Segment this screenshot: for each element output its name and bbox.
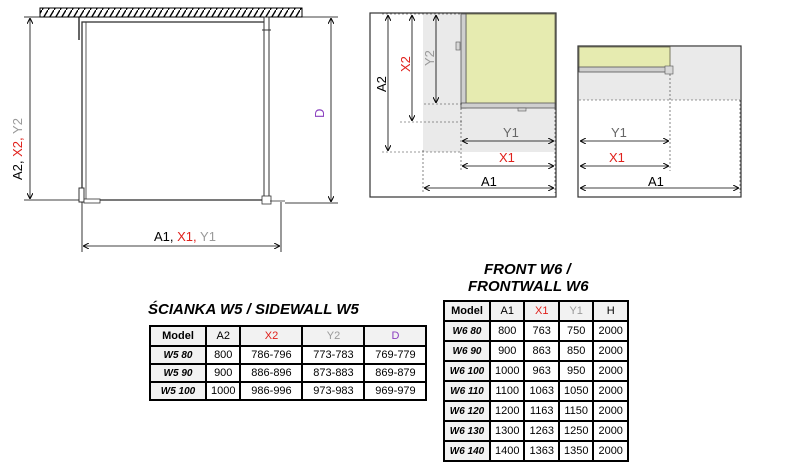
cell-h: 2000 (592, 400, 629, 422)
frontwall-title-line1: FRONT W6 / (484, 261, 571, 278)
header-d: D (363, 325, 428, 347)
y2-label: Y2 (422, 50, 437, 66)
glass-panel-detail-mid (465, 13, 556, 105)
cell-y1: 1150 (557, 400, 595, 422)
cell-x1: 1263 (523, 420, 560, 442)
cell-y2: 973-983 (301, 381, 366, 401)
y1-label-right: Y1 (611, 125, 627, 140)
cell-y2: 773-783 (301, 345, 366, 365)
header-x1: X1 (523, 300, 560, 322)
cell-x2: 886-896 (239, 363, 304, 383)
cell-h: 2000 (592, 320, 629, 342)
x2-label: X2 (398, 56, 413, 72)
table-row: W6 120 1200 1163 1150 2000 (443, 400, 629, 422)
cell-a1: 1000 (488, 360, 526, 382)
row-model: W6 100 (443, 360, 491, 382)
a1-label-right: A1 (648, 174, 664, 189)
height-label-left: A2, X2, Y2 (10, 118, 25, 180)
glass-panel-detail-right (578, 46, 671, 69)
cell-d: 869-879 (363, 363, 428, 383)
corner-detail-diagram: A2 X2 Y2 Y1 X1 A1 (369, 12, 557, 198)
cell-d: 969-979 (363, 381, 428, 401)
glass-panel (81, 21, 269, 201)
front-detail-diagram: Y1 X1 A1 (577, 45, 742, 198)
header-model: Model (149, 325, 207, 347)
table-row: W6 100 1000 963 950 2000 (443, 360, 629, 382)
wall-profile-left (78, 187, 85, 203)
header-a2: A2 (204, 325, 242, 347)
sidewall-table: Model A2 X2 Y2 D W5 80 800 786-796 773-7… (149, 325, 428, 401)
row-model: W6 110 (443, 380, 491, 402)
cell-x1: 863 (523, 340, 560, 362)
row-model: W6 120 (443, 400, 491, 422)
table-row: W6 110 1100 1063 1050 2000 (443, 380, 629, 402)
cell-a1: 1400 (488, 440, 526, 462)
row-model: W5 80 (149, 345, 207, 365)
table-row: W5 90 900 886-896 873-883 869-879 (149, 363, 428, 383)
cell-y1: 850 (557, 340, 595, 362)
cell-h: 2000 (592, 440, 629, 462)
cell-d: 769-779 (363, 345, 428, 365)
table-row: W6 140 1400 1363 1350 2000 (443, 440, 629, 462)
cell-a1: 900 (488, 340, 526, 362)
cell-y1: 1050 (557, 380, 595, 402)
table-header-row: Model A1 X1 Y1 H (443, 300, 629, 322)
cell-x1: 963 (523, 360, 560, 382)
cell-a1: 1100 (488, 380, 526, 402)
elevation-diagram: A2, X2, Y2 D A1, X1, Y1 (10, 7, 338, 252)
row-model: W6 80 (443, 320, 491, 342)
width-label-left: A1, X1, Y1 (154, 229, 216, 244)
x1-label-mid: X1 (499, 150, 515, 165)
row-model: W5 100 (149, 381, 207, 401)
x1-label-right: X1 (609, 150, 625, 165)
cell-h: 2000 (592, 360, 629, 382)
cell-a2: 900 (204, 363, 242, 383)
cell-x2: 986-996 (239, 381, 304, 401)
cell-h: 2000 (592, 420, 629, 442)
cell-a1: 1200 (488, 400, 526, 422)
cell-y1: 1350 (557, 440, 595, 462)
a2-label: A2 (374, 76, 389, 92)
cell-x2: 786-796 (239, 345, 304, 365)
header-x2: X2 (239, 325, 304, 347)
frontwall-table: Model A1 X1 Y1 H W6 80 800 763 750 2000 … (443, 300, 629, 462)
cell-x1: 763 (523, 320, 560, 342)
d-label: D (312, 109, 327, 118)
row-model: W6 90 (443, 340, 491, 362)
header-model: Model (443, 300, 491, 322)
header-h: H (592, 300, 629, 322)
cell-y2: 873-883 (301, 363, 366, 383)
y1-label-mid: Y1 (503, 125, 519, 140)
cell-y1: 950 (557, 360, 595, 382)
cell-h: 2000 (592, 380, 629, 402)
frontwall-title-line2: FRONTWALL W6 (468, 278, 589, 295)
cell-h: 2000 (592, 340, 629, 362)
cell-x1: 1163 (523, 400, 560, 422)
cell-x1: 1363 (523, 440, 560, 462)
cell-x1: 1063 (523, 380, 560, 402)
row-model: W6 140 (443, 440, 491, 462)
row-model: W6 130 (443, 420, 491, 442)
cell-a1: 1300 (488, 420, 526, 442)
cell-a2: 800 (204, 345, 242, 365)
cell-y1: 750 (557, 320, 595, 342)
table-header-row: Model A2 X2 Y2 D (149, 325, 428, 347)
header-y1: Y1 (557, 300, 595, 322)
cell-a1: 800 (488, 320, 526, 342)
a1-label-mid: A1 (481, 174, 497, 189)
table-row: W6 130 1300 1263 1250 2000 (443, 420, 629, 442)
table-row: W5 80 800 786-796 773-783 769-779 (149, 345, 428, 365)
table-row: W5 100 1000 986-996 973-983 969-979 (149, 381, 428, 401)
header-y2: Y2 (301, 325, 366, 347)
sidewall-title: ŚCIANKA W5 / SIDEWALL W5 (148, 301, 359, 318)
row-model: W5 90 (149, 363, 207, 383)
table-row: W6 80 800 763 750 2000 (443, 320, 629, 342)
cell-y1: 1250 (557, 420, 595, 442)
table-row: W6 90 900 863 850 2000 (443, 340, 629, 362)
cell-a2: 1000 (204, 381, 242, 401)
support-bar (263, 16, 270, 204)
header-a1: A1 (488, 300, 526, 322)
ceiling-hatch (39, 7, 303, 18)
